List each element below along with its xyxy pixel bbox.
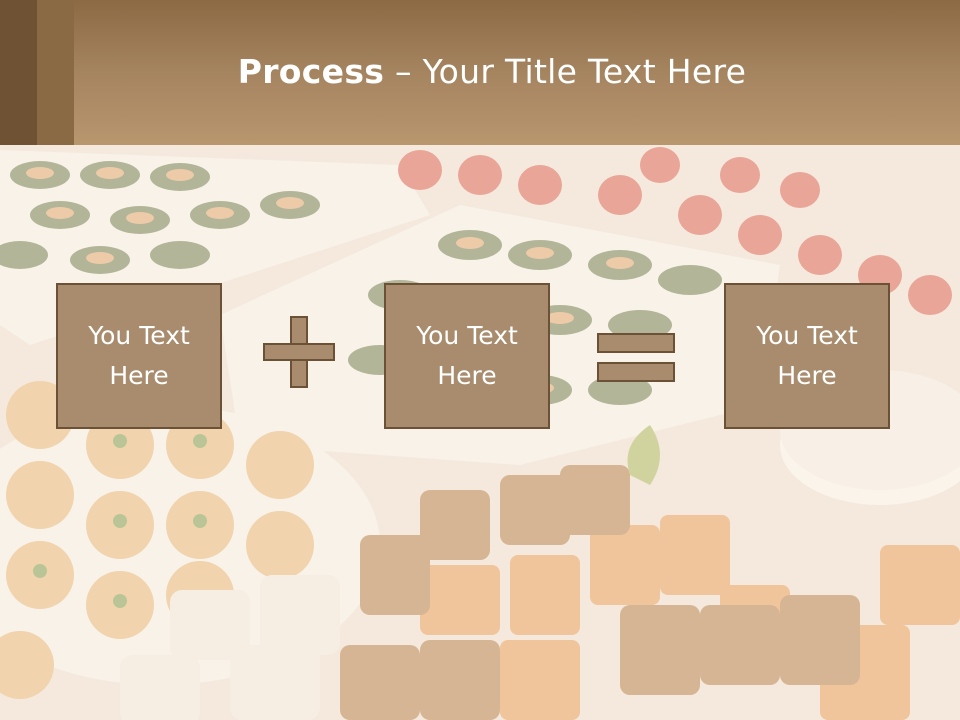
title-bar: Process – Your Title Text Here xyxy=(0,0,960,145)
equals-bottom-bar xyxy=(597,362,675,382)
plus-center xyxy=(292,345,306,359)
process-box-2-text: You Text Here xyxy=(416,321,518,390)
process-box-1-text: You Text Here xyxy=(88,321,190,390)
slide-title-bold: Process xyxy=(237,52,385,91)
process-box-3-text: You Text Here xyxy=(756,321,858,390)
process-box-1[interactable]: You Text Here xyxy=(56,283,222,429)
header-accent-stripe-dark xyxy=(0,0,37,145)
header-accent-stripe-light xyxy=(37,0,74,145)
slide-title[interactable]: Process – Your Title Text Here xyxy=(0,52,960,91)
background-food-photo xyxy=(0,145,960,720)
slide-title-rest: – Your Title Text Here xyxy=(384,52,747,91)
photo-fade-overlay xyxy=(0,145,960,720)
process-box-2[interactable]: You Text Here xyxy=(384,283,550,429)
process-box-3[interactable]: You Text Here xyxy=(724,283,890,429)
equals-top-bar xyxy=(597,333,675,353)
